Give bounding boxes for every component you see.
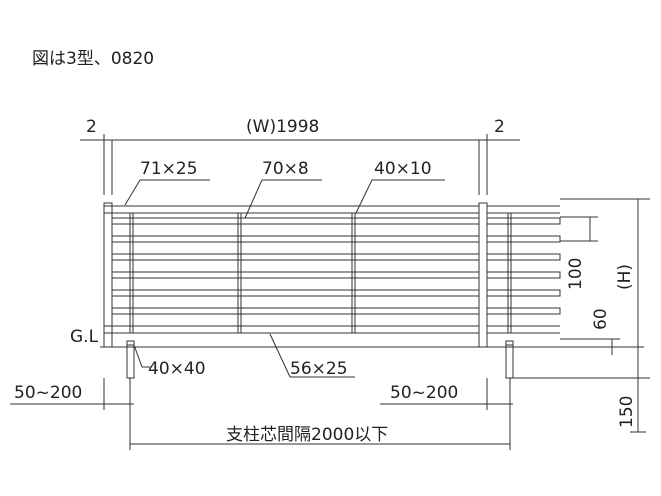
bottom-rail-label: 56×25 <box>290 359 348 379</box>
post-label: 40×40 <box>148 359 206 379</box>
embed-offset-right <box>380 378 513 450</box>
height-label: (H) <box>615 264 635 290</box>
ground-line-label: G.L <box>70 327 99 347</box>
left-post <box>103 202 113 348</box>
spacer-label: 40×10 <box>374 159 432 179</box>
spacers <box>129 213 512 333</box>
post-spacing-label: 支柱芯間隔2000以下 <box>226 425 388 445</box>
gap-right-label: 2 <box>494 117 505 137</box>
top-rail-label: 71×25 <box>140 159 198 179</box>
width-dimension <box>80 134 520 195</box>
gap-left-label: 2 <box>86 117 97 137</box>
pitch-label: 100 <box>566 258 586 290</box>
top-rail <box>104 205 560 214</box>
slats-left <box>111 217 480 315</box>
width-label: (W)1998 <box>246 117 319 137</box>
clearance-label: 60 <box>591 308 611 330</box>
embed-offset-left <box>10 378 134 450</box>
embed-depth-dimension <box>513 347 650 433</box>
height-dimensions <box>560 198 650 355</box>
bottom-rail <box>104 325 560 334</box>
caption: 図は3型、0820 <box>32 49 154 69</box>
embed-right-label: 50~200 <box>390 383 458 403</box>
embed-left-label: 50~200 <box>14 383 82 403</box>
slat-label: 70×8 <box>262 159 309 179</box>
slats-right <box>486 217 561 315</box>
leaders <box>124 179 445 378</box>
right-post <box>478 202 488 348</box>
embed-depth-label: 150 <box>617 396 637 428</box>
